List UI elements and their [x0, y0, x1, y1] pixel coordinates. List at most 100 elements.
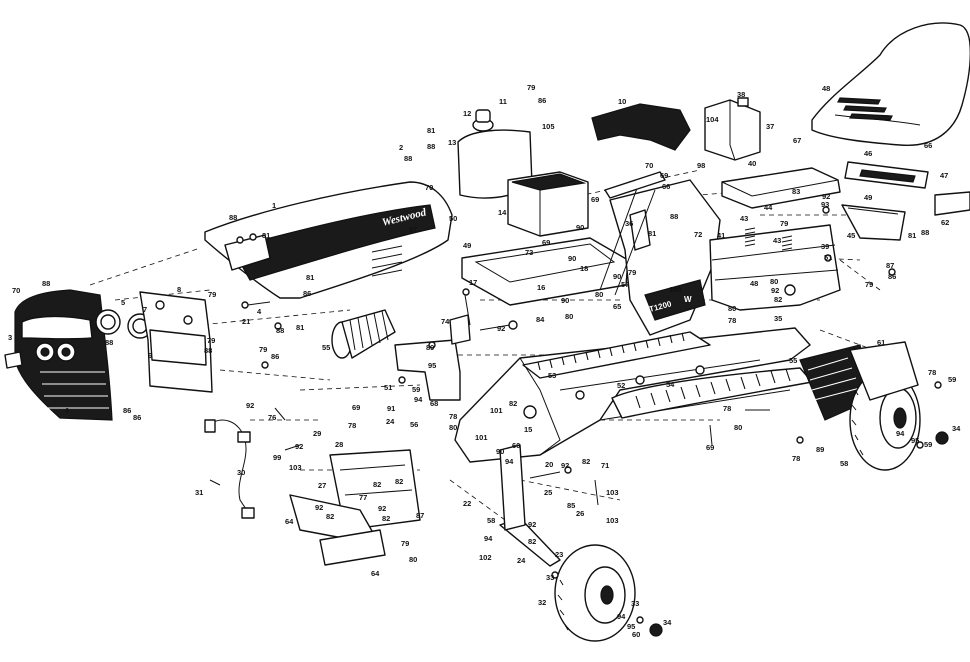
- part-callout: 50: [449, 214, 457, 223]
- part-callout: 87: [416, 511, 424, 520]
- front-grille: [14, 289, 113, 421]
- part-callout: 1: [272, 201, 276, 210]
- part-callout: 85: [567, 501, 575, 510]
- part-callout: 101: [490, 406, 503, 415]
- part-callout: 80: [595, 290, 603, 299]
- rear-fender: [849, 341, 919, 401]
- springs: [744, 227, 793, 251]
- part-callout: 82: [774, 295, 782, 304]
- part-callout: 74: [441, 317, 450, 326]
- part-callout: 17: [469, 278, 477, 287]
- part-callout: 64: [285, 517, 294, 526]
- part-callout: 92: [378, 504, 386, 513]
- hood: Westwood: [204, 181, 453, 299]
- tunnel-logo: W: [684, 295, 692, 304]
- front-axle-assembly: [289, 449, 421, 566]
- part-callout: 33: [631, 599, 639, 608]
- rear-bracket: [934, 191, 970, 216]
- part-callout: 55: [789, 356, 797, 365]
- part-callout: 47: [940, 171, 948, 180]
- part-callout: 48: [822, 84, 830, 93]
- part-callout: 53: [548, 371, 556, 380]
- part-callout: 76: [268, 413, 276, 422]
- air-cleaner: [331, 309, 396, 359]
- front-wheel: [554, 544, 636, 642]
- part-callout: 36: [625, 219, 633, 228]
- part-callout: 24: [517, 556, 526, 565]
- part-callout: 80: [770, 277, 778, 286]
- part-callout: 81: [306, 273, 314, 282]
- part-callout: 11: [499, 97, 507, 106]
- assembly-guide-lines: [89, 169, 901, 561]
- part-callout: 86: [133, 413, 141, 422]
- part-callout: 21: [242, 317, 250, 326]
- part-callout: 4: [257, 307, 262, 316]
- part-callout: 80: [728, 304, 736, 313]
- part-callout: 92: [771, 286, 779, 295]
- part-callout: 38: [737, 90, 745, 99]
- part-callout: 57: [621, 280, 629, 289]
- part-callout: 98: [697, 161, 705, 170]
- fuel-can: [704, 97, 761, 161]
- part-callout: 58: [487, 516, 495, 525]
- part-callout: 30: [237, 468, 245, 477]
- part-callout: 34: [663, 618, 672, 627]
- part-callout: 88: [229, 213, 237, 222]
- part-callout: 86: [271, 352, 279, 361]
- part-callout: 89: [816, 445, 824, 454]
- part-callout: 99: [273, 453, 281, 462]
- part-callout: 43: [773, 236, 781, 245]
- part-callout: 34: [952, 424, 961, 433]
- part-callout: 81: [296, 323, 304, 332]
- part-callout: 66: [924, 141, 932, 150]
- part-callout: 26: [576, 509, 584, 518]
- part-callout: 89: [426, 343, 434, 352]
- part-callout: 7: [143, 305, 147, 314]
- part-callout: 45: [847, 231, 855, 240]
- part-callout: 59: [412, 385, 420, 394]
- part-callout: 51: [824, 253, 832, 262]
- part-callout: 82: [382, 514, 390, 523]
- part-callout: 79: [628, 268, 636, 277]
- part-callout: 10: [618, 97, 626, 106]
- part-callout: 39: [821, 242, 829, 251]
- part-callout: 78: [723, 404, 731, 413]
- part-callout: 80: [409, 555, 417, 564]
- part-callout: 86: [888, 272, 896, 281]
- part-callout: 86: [538, 96, 546, 105]
- part-callout: 37: [766, 122, 774, 131]
- part-callout: 59: [924, 440, 932, 449]
- part-callout: 46: [864, 149, 872, 158]
- part-callout: 9: [148, 351, 152, 360]
- part-callout: 71: [601, 461, 609, 470]
- part-callout: 60: [632, 630, 640, 639]
- part-callout: 5: [121, 298, 125, 307]
- part-callout: 88: [670, 212, 678, 221]
- hardware-bolts: [209, 206, 942, 624]
- part-callout: 95: [627, 622, 635, 631]
- part-callout: 79: [259, 345, 267, 354]
- part-callout: 13: [448, 138, 456, 147]
- part-callout: 91: [387, 404, 395, 413]
- part-callout: 44: [764, 203, 773, 212]
- part-callout: 79: [208, 290, 216, 299]
- headlight-lens: [4, 351, 23, 369]
- part-callout: 81: [648, 229, 656, 238]
- part-callout: 92: [561, 461, 569, 470]
- part-callout: 58: [840, 459, 848, 468]
- part-callout: 70: [425, 183, 433, 192]
- part-callout: 82: [582, 457, 590, 466]
- part-callout: 102: [479, 553, 492, 562]
- part-callout: 14: [498, 208, 507, 217]
- part-callout: 82: [326, 512, 334, 521]
- part-callout: 78: [792, 454, 800, 463]
- part-callout: 104: [706, 115, 719, 124]
- part-callout: 18: [580, 264, 588, 273]
- part-callout: 69: [660, 171, 668, 180]
- part-callout: 82: [528, 537, 536, 546]
- part-callout: 100: [669, 285, 682, 294]
- dash-panel: [139, 291, 213, 393]
- part-callout: 79: [207, 336, 215, 345]
- part-callout: 88: [204, 346, 212, 355]
- part-callout: 94: [896, 429, 905, 438]
